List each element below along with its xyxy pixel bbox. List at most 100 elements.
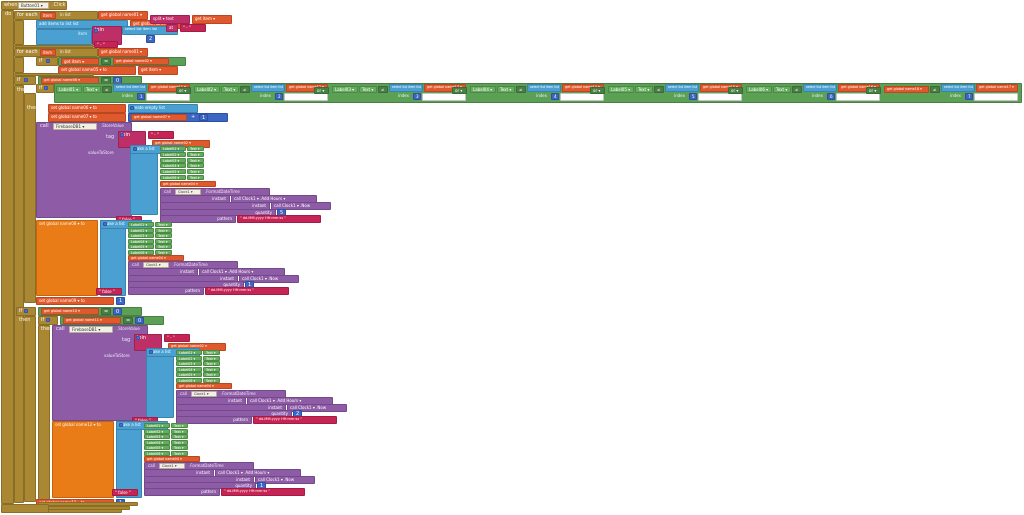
call-now-bar[interactable]: call Clock1 ▾ .Now [287,404,347,412]
clock-format-body[interactable]: pattern [128,287,204,295]
component-label-dropdown[interactable]: Label03 ▾ [160,157,186,163]
component-prop-dropdown[interactable]: Text ▾ [203,350,220,355]
get-global-block[interactable]: get global name07 ▾ [131,114,187,121]
string-block[interactable]: " dd-MM-yyyy HH:mm:ss " [221,488,305,496]
text-input-field[interactable] [836,93,880,101]
get-item-block[interactable]: get item ▾ [138,66,178,75]
then-spine[interactable] [24,93,36,303]
component-prop-dropdown[interactable]: Text ▾ [155,238,172,244]
select-list-item-block[interactable]: select list item list [665,84,699,92]
if-spine[interactable] [24,316,36,502]
equals-operator[interactable]: = [101,58,111,65]
set-global-block[interactable]: set global name06 ▾ to [48,104,126,113]
text-input-field[interactable] [422,93,466,101]
component-dropdown[interactable]: Clock1 ▾ [175,189,201,195]
component-label-dropdown[interactable]: Label01 ▾ [160,146,186,151]
or-operator[interactable]: or ▾ [176,87,191,94]
component-prop-dropdown[interactable]: Text ▾ [203,355,220,361]
get-global-block[interactable]: get global name17 ▾ [976,84,1018,92]
get-global-block[interactable]: get global name04 ▾ [144,456,200,462]
string-block[interactable]: " - " [180,24,206,32]
set-global-block[interactable]: set global name07 ▾ to [48,113,126,122]
mutator-gear-icon[interactable] [24,309,28,313]
mutator-gear-icon[interactable] [133,147,137,151]
component-label-dropdown[interactable]: Label04 ▾ [470,86,496,93]
component-dropdown[interactable]: Button01 ▾ [18,2,49,9]
component-dropdown[interactable]: FirebaseDB1 ▾ [69,326,113,333]
call-now-bar[interactable]: call Clock1 ▾ .Now [271,202,331,210]
set-global-block[interactable] [52,421,114,498]
get-global-block[interactable]: get global name11 ▾ [63,317,121,324]
component-label-dropdown[interactable]: Label04 ▾ [144,439,170,445]
component-prop-dropdown[interactable]: Text ▾ [203,372,220,378]
or-operator[interactable]: or ▾ [590,87,605,94]
component-label-dropdown[interactable]: Label03 ▾ [176,361,202,367]
component-prop-dropdown[interactable]: Text ▾ [171,428,188,434]
for-each-spine[interactable] [14,57,24,73]
component-label-dropdown[interactable]: Label01 ▾ [128,222,154,227]
split-block[interactable]: split ▾ text [150,15,190,24]
get-global-block[interactable]: get global name10 ▾ [41,308,99,315]
component-dropdown[interactable]: Clock1 ▾ [159,463,185,469]
get-global-block[interactable]: get global name02 ▾ [113,58,169,65]
number-block[interactable]: 5 [689,93,697,100]
component-label-dropdown[interactable]: Label06 ▾ [176,378,202,383]
set-global-block[interactable] [36,220,98,296]
get-global-block[interactable]: get global name04 ▾ [128,255,184,261]
join-block[interactable]: join [118,131,146,148]
make-a-list-block[interactable] [116,421,142,498]
component-label-dropdown[interactable]: Label03 ▾ [332,86,358,93]
block-bottom-step[interactable] [1,504,49,513]
number-block[interactable]: 1 [199,114,208,121]
get-global-block[interactable]: get global name01 ▾ [98,11,148,20]
get-item-block[interactable]: get item ▾ [61,58,99,65]
number-block[interactable]: 1 [137,93,145,100]
component-label-dropdown[interactable]: Label01 ▾ [56,86,82,93]
component-prop-dropdown[interactable]: Text ▾ [155,244,172,250]
mutator-gear-icon[interactable] [103,222,107,226]
mutator-gear-icon[interactable] [136,336,140,340]
component-label-dropdown[interactable]: Label04 ▾ [176,366,202,372]
number-block[interactable]: 2 [146,35,155,43]
select-list-item-block[interactable]: select list item list [941,84,975,92]
component-label-dropdown[interactable]: Label05 ▾ [144,445,170,451]
component-prop-dropdown[interactable]: Text ▾ [155,227,172,233]
component-label-dropdown[interactable]: Label02 ▾ [176,355,202,361]
get-global-block[interactable]: get global name04 ▾ [160,181,216,187]
mutator-gear-icon[interactable] [46,318,50,322]
component-prop-dropdown[interactable]: Text ▾ [359,86,377,93]
component-label-dropdown[interactable]: Label04 ▾ [160,163,186,169]
for-each-block[interactable]: for each [14,48,98,57]
component-label-dropdown[interactable]: Label03 ▾ [128,233,154,239]
text-input-field[interactable] [284,93,328,101]
or-operator[interactable]: or ▾ [866,87,881,94]
component-label-dropdown[interactable]: Label06 ▾ [128,250,154,255]
component-prop-dropdown[interactable]: Text ▾ [187,163,204,169]
call-storevalue-block[interactable] [36,122,132,218]
event-block-spine[interactable] [1,10,14,504]
number-block[interactable]: 0 [135,317,144,324]
loop-var-chip[interactable]: item [40,12,56,19]
string-block[interactable]: " dd-MM-yyyy HH:mm:ss " [253,416,337,424]
clock-format-body[interactable]: pattern [144,488,220,496]
at-label[interactable]: at [166,24,178,32]
mutator-gear-icon[interactable] [24,78,28,82]
set-global-block[interactable]: set global name09 ▾ to [36,297,114,305]
or-operator[interactable]: or ▾ [452,87,467,94]
number-block[interactable]: 2 [275,93,283,100]
mutator-gear-icon[interactable] [94,29,98,33]
for-each-bottom[interactable] [14,73,94,76]
component-label-dropdown[interactable]: Label04 ▾ [128,238,154,244]
component-label-dropdown[interactable]: Label05 ▾ [608,86,634,93]
component-prop-dropdown[interactable]: Text ▾ [187,151,204,157]
component-label-dropdown[interactable]: Label02 ▾ [160,151,186,157]
component-label-dropdown[interactable]: Label02 ▾ [144,428,170,434]
number-block[interactable]: 4 [551,93,559,100]
component-label-dropdown[interactable]: Label02 ▾ [128,227,154,233]
clock-format-body[interactable]: pattern [176,416,252,424]
number-block[interactable]: 3 [413,93,421,100]
mutator-gear-icon[interactable] [130,106,134,110]
loop-var-chip[interactable]: item [40,49,56,56]
component-label-dropdown[interactable]: Label05 ▾ [160,169,186,175]
equals-operator[interactable]: = [123,317,133,324]
